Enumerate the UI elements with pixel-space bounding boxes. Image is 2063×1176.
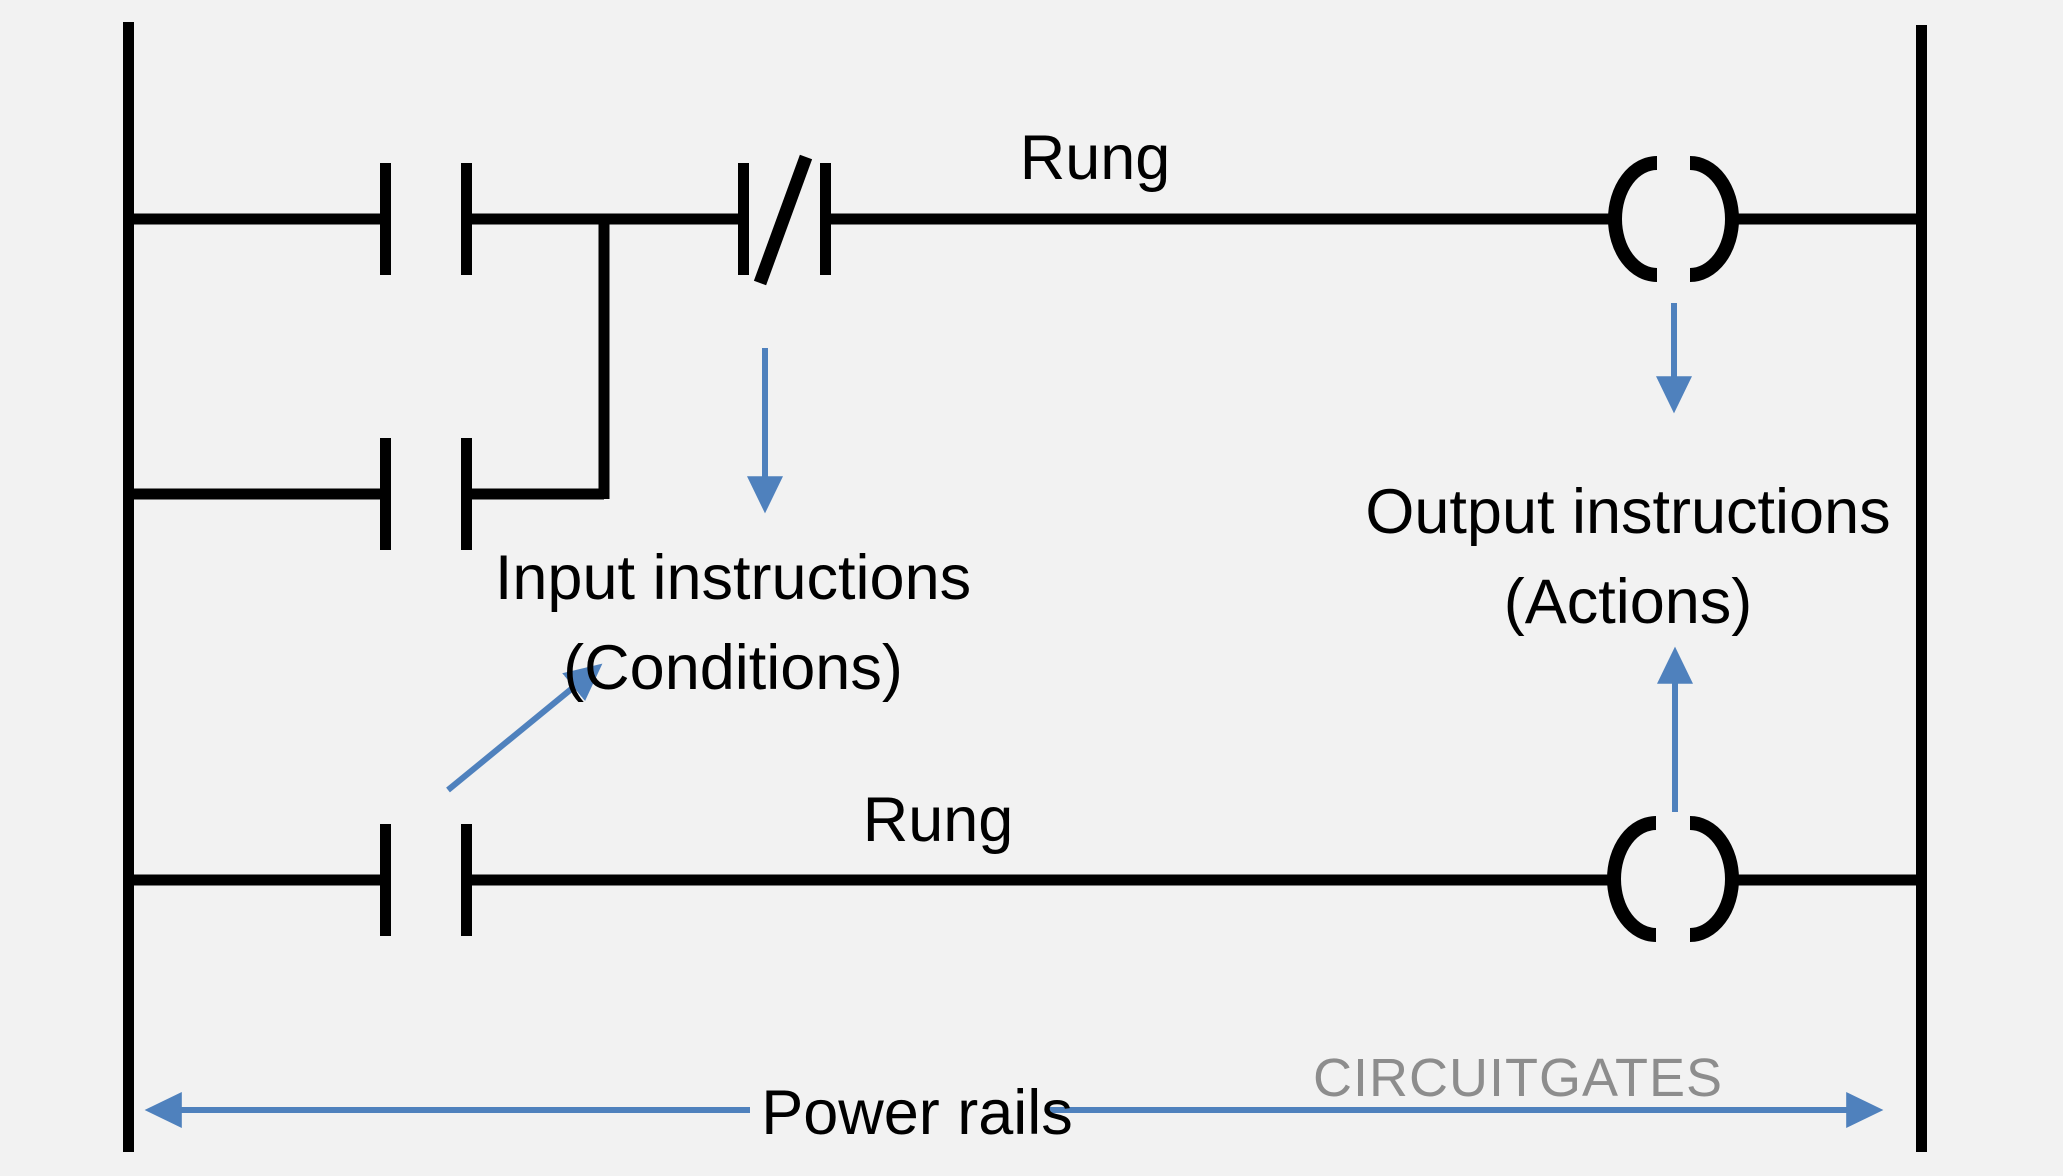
no-contact-top-icon <box>380 163 472 275</box>
left-power-rail-line <box>123 22 134 1152</box>
watermark-logo: CIRCUITGATES <box>1312 1048 1724 1108</box>
power-rails-group <box>123 22 1927 1152</box>
coil-bottom-icon <box>1607 816 1739 942</box>
rung-label-top: Rung <box>1019 123 1171 193</box>
contact-symbols <box>380 154 831 936</box>
coil-top-icon <box>1608 156 1739 282</box>
right-power-rail-line <box>1916 25 1927 1152</box>
power-rails-label: Power rails <box>761 1078 1073 1148</box>
rung-wires <box>133 213 1917 886</box>
annotation-arrows <box>144 303 1884 1128</box>
output-instructions-label: Output instructions (Actions) <box>1365 467 1890 647</box>
input-instructions-line1: Input instructions <box>494 543 972 613</box>
no-contact-branch-icon <box>380 438 472 550</box>
branch-wire <box>133 214 610 500</box>
input-instructions-line2: (Conditions) <box>563 633 903 703</box>
output-instructions-line1: Output instructions <box>1365 477 1891 547</box>
nc-contact-icon <box>738 154 831 286</box>
input-instructions-label: Input instructions (Conditions) <box>495 533 971 713</box>
arrow-diagonal-to-input-label-icon <box>446 663 603 793</box>
output-instructions-line2: (Actions) <box>1503 567 1753 637</box>
rung-label-bottom: Rung <box>862 785 1014 855</box>
no-contact-bottom-icon <box>380 824 472 936</box>
coil-symbols <box>1607 156 1739 942</box>
